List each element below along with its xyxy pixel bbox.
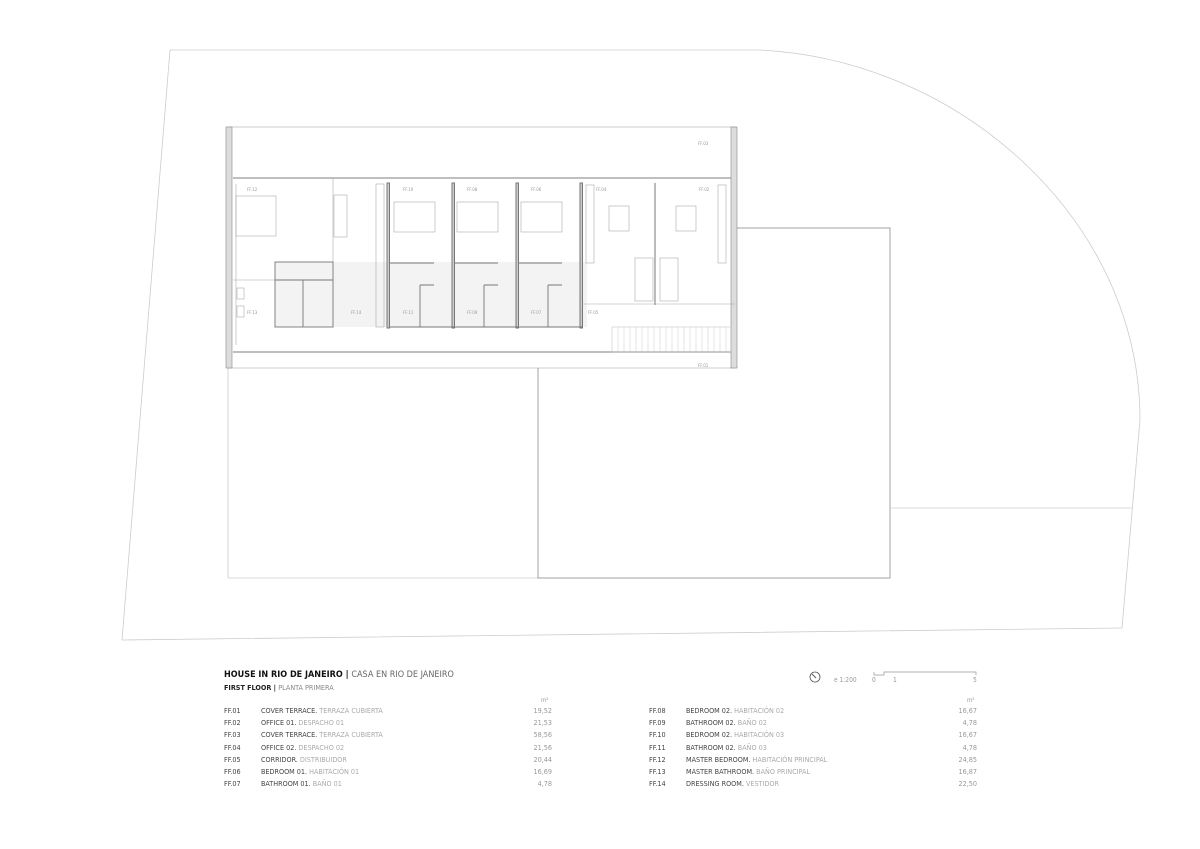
- room-area: 4,78: [962, 718, 977, 728]
- room-code: FF.03: [224, 730, 241, 740]
- scale-tick: 5: [973, 676, 977, 684]
- room-label: FF.09: [467, 310, 478, 315]
- room-name: BATHROOM 01. BAÑO 01: [261, 779, 342, 789]
- room-name: BEDROOM 02. HABITACIÓN 03: [686, 730, 785, 740]
- room-name: COVER TERRACE. TERRAZA CUBIERTA: [261, 730, 383, 740]
- room-row: FF.11 BATHROOM 02. BAÑO 03 4,78: [649, 743, 977, 755]
- room-code: FF.13: [649, 767, 666, 776]
- room-name: OFFICE 01. DESPACHO 01: [261, 718, 345, 728]
- room-label: FF.11: [403, 310, 414, 315]
- room-row: FF.05 CORRIDOR. DISTRIBUIDOR 20,44: [224, 755, 552, 767]
- room-area: 58,56: [533, 730, 552, 740]
- room-area: 16,67: [958, 730, 977, 740]
- room-label: FF.03: [698, 141, 709, 146]
- scale-tick: 0: [872, 676, 876, 684]
- room-row: FF.07 BATHROOM 01. BAÑO 01 4,78: [224, 779, 552, 791]
- room-area: 4,78: [537, 779, 552, 789]
- room-label: FF.05: [588, 310, 599, 315]
- room-area: 21,53: [533, 718, 552, 728]
- scale-bar: [873, 671, 977, 676]
- room-code: FF.01: [224, 706, 241, 715]
- room-area: 21,56: [533, 742, 552, 752]
- room-code: FF.10: [649, 730, 666, 740]
- scale-label: e 1:200: [834, 676, 857, 684]
- room-row: FF.09 BATHROOM 02. BAÑO 02 4,78: [649, 718, 977, 730]
- unit-label: m²: [967, 697, 975, 704]
- room-area: 4,78: [962, 742, 977, 752]
- room-row: FF.14 DRESSING ROOM. VESTIDOR 22,50: [649, 779, 977, 791]
- drawing-subtitle: FIRST FLOOR | PLANTA PRIMERA: [224, 683, 334, 692]
- room-row: FF.03 COVER TERRACE. TERRAZA CUBIERTA 58…: [224, 730, 552, 742]
- room-code: FF.04: [224, 742, 241, 752]
- room-name: CORRIDOR. DISTRIBUIDOR: [261, 754, 347, 764]
- room-area: 16,87: [958, 767, 977, 776]
- room-row: FF.02 OFFICE 01. DESPACHO 01 21,53: [224, 718, 552, 730]
- room-label: FF.01: [698, 363, 709, 368]
- room-code: FF.11: [649, 742, 666, 752]
- room-name: BATHROOM 02. BAÑO 03: [686, 742, 767, 752]
- room-code: FF.05: [224, 754, 241, 764]
- room-row: FF.12 MASTER BEDROOM. HABITACIÓN PRINCIP…: [649, 755, 977, 767]
- room-label: FF.13: [247, 310, 258, 315]
- room-code: FF.08: [649, 706, 666, 715]
- drawing-title: HOUSE IN RIO DE JANEIRO | CASA EN RIO DE…: [224, 670, 454, 680]
- room-name: BEDROOM 01. HABITACIÓN 01: [261, 767, 360, 776]
- room-label: FF.04: [596, 187, 607, 192]
- scale-tick: 1: [893, 676, 897, 684]
- room-label: FF.14: [351, 310, 362, 315]
- room-area: 20,44: [533, 754, 552, 764]
- room-label: FF.06: [531, 187, 542, 192]
- room-name: OFFICE 02. DESPACHO 02: [261, 742, 345, 752]
- garden-outline: [227, 368, 538, 579]
- room-area: 16,69: [533, 767, 552, 776]
- room-name: MASTER BATHROOM. BAÑO PRINCIPAL: [686, 767, 811, 776]
- room-label: FF.12: [247, 187, 258, 192]
- room-area: 16,67: [958, 706, 977, 715]
- room-code: FF.14: [649, 779, 666, 789]
- room-code: FF.06: [224, 767, 241, 776]
- room-name: DRESSING ROOM. VESTIDOR: [686, 779, 779, 789]
- room-name: BEDROOM 02. HABITACIÓN 02: [686, 706, 785, 715]
- room-label: FF.07: [531, 310, 542, 315]
- unit-label: m²: [541, 697, 549, 704]
- house-plan: [225, 126, 738, 369]
- room-row: FF.06 BEDROOM 01. HABITACIÓN 01 16,69: [224, 767, 552, 779]
- room-code: FF.07: [224, 779, 241, 789]
- room-area: 19,52: [533, 706, 552, 715]
- room-row: FF.10 BEDROOM 02. HABITACIÓN 03 16,67: [649, 730, 977, 742]
- room-name: MASTER BEDROOM. HABITACIÓN PRINCIPAL: [686, 754, 828, 764]
- room-area: 22,50: [958, 779, 977, 789]
- stair-treads: [617, 327, 727, 352]
- room-code: FF.02: [224, 718, 241, 728]
- room-row: FF.13 MASTER BATHROOM. BAÑO PRINCIPAL 16…: [649, 767, 977, 779]
- north-arrow-icon: [809, 671, 821, 683]
- room-row: FF.01 COVER TERRACE. TERRAZA CUBIERTA 19…: [224, 706, 552, 718]
- room-row: FF.04 OFFICE 02. DESPACHO 02 21,56: [224, 743, 552, 755]
- room-name: COVER TERRACE. TERRAZA CUBIERTA: [261, 706, 383, 715]
- room-area: 24,85: [958, 754, 977, 764]
- room-label: FF.02: [699, 187, 710, 192]
- room-label: FF.08: [467, 187, 478, 192]
- room-code: FF.12: [649, 754, 666, 764]
- room-name: BATHROOM 02. BAÑO 02: [686, 718, 767, 728]
- room-label: FF.10: [403, 187, 414, 192]
- room-labels: FF.03 FF.12 FF.10 FF.08 FF.06 FF.04 FF.0…: [247, 141, 710, 368]
- site-boundary: [121, 49, 1141, 641]
- room-row: FF.08 BEDROOM 02. HABITACIÓN 02 16,67: [649, 706, 977, 718]
- room-code: FF.09: [649, 718, 666, 728]
